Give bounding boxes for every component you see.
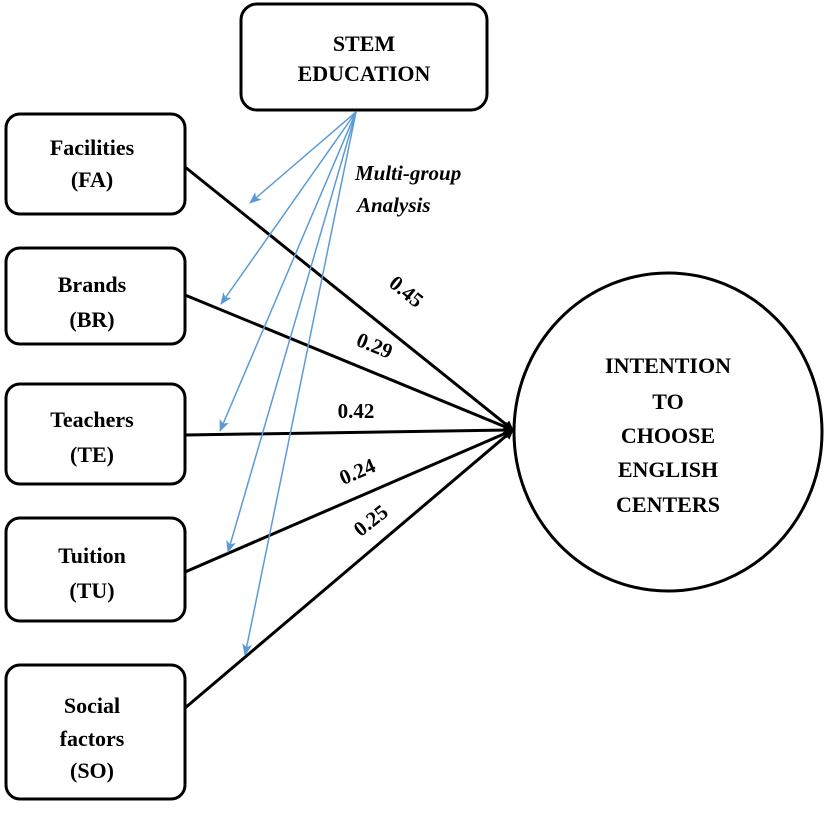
node-intention: INTENTION TO CHOOSE ENGLISH CENTERS <box>512 271 824 593</box>
moderator-note-line-2: Analysis <box>355 193 431 217</box>
structural-paths <box>184 165 514 710</box>
moderation-arrow-br <box>220 111 357 305</box>
node-intention-line-5: CENTERS <box>616 492 720 517</box>
node-te-line-2: (TE) <box>70 442 114 467</box>
node-te-line-1: Teachers <box>50 407 134 432</box>
node-social-factors: Social factors (SO) <box>4 663 187 801</box>
node-stem-education: STEM EDUCATION <box>239 2 489 112</box>
node-intention-line-3: CHOOSE <box>621 423 715 448</box>
node-br-line-1: Brands <box>58 272 127 297</box>
node-tu-box <box>4 516 187 623</box>
node-intention-ellipse <box>512 271 824 593</box>
moderation-arrow-fa <box>249 111 357 204</box>
path-so-to-intention <box>184 428 514 710</box>
moderation-arrows <box>219 111 357 656</box>
node-fa-line-2: (FA) <box>71 167 113 192</box>
node-fa-line-1: Facilities <box>50 135 135 160</box>
node-tu-line-2: (TU) <box>69 578 114 603</box>
node-facilities: Facilities (FA) <box>4 112 187 216</box>
node-tu-line-1: Tuition <box>58 543 126 568</box>
node-stem-line-2: EDUCATION <box>298 61 431 86</box>
coef-tu: 0.24 <box>336 453 380 490</box>
moderation-arrow-te <box>219 111 357 432</box>
moderation-arrow-so <box>242 111 357 656</box>
path-te-to-intention <box>184 425 514 437</box>
node-fa-box <box>4 112 187 216</box>
moderator-note-line-1: Multi-group <box>354 161 461 185</box>
coef-fa: 0.45 <box>385 271 429 313</box>
node-br-line-2: (BR) <box>69 307 114 332</box>
node-so-line-2: factors <box>60 726 125 751</box>
path-fa-to-intention <box>184 165 514 432</box>
coef-te: 0.42 <box>338 399 375 423</box>
node-so-line-1: Social <box>64 693 120 718</box>
node-so-box <box>4 663 187 801</box>
node-tuition: Tuition (TU) <box>4 516 187 623</box>
path-br-to-intention <box>184 293 514 432</box>
moderation-arrow-tu <box>226 111 357 553</box>
moderator-note: Multi-group Analysis <box>354 161 461 217</box>
node-stem-line-1: STEM <box>333 31 396 56</box>
path-tu-to-intention <box>184 428 514 574</box>
coef-so: 0.25 <box>349 500 393 542</box>
node-stem-box <box>239 2 489 112</box>
node-so-line-3: (SO) <box>70 758 114 783</box>
node-br-box <box>4 246 187 346</box>
node-te-box <box>4 382 187 486</box>
node-intention-line-1: INTENTION <box>605 353 731 378</box>
node-teachers: Teachers (TE) <box>4 382 187 486</box>
node-intention-line-4: ENGLISH <box>618 457 718 482</box>
node-intention-line-2: TO <box>652 389 683 414</box>
node-brands: Brands (BR) <box>4 246 187 346</box>
